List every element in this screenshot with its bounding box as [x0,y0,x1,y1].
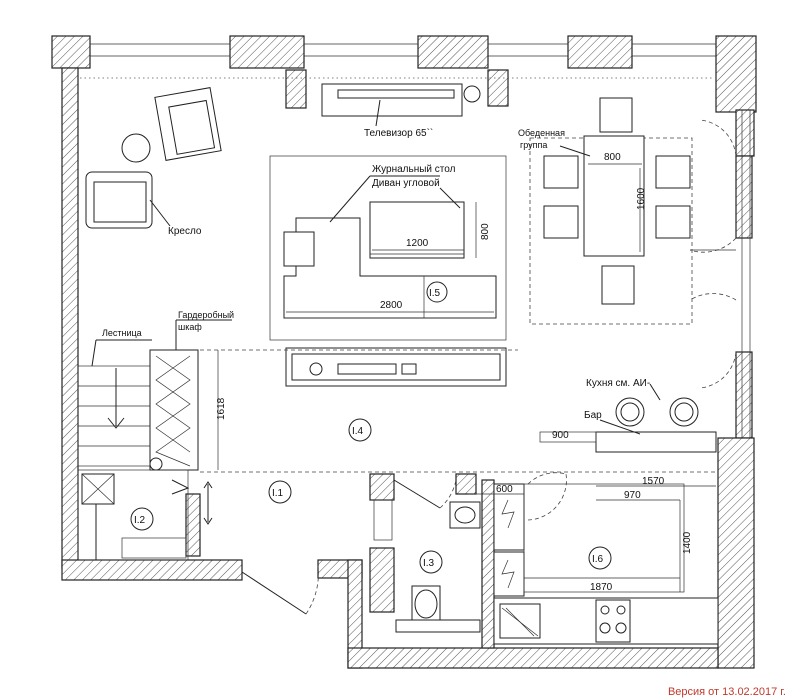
room-marker-12 [130,507,154,531]
room-marker-16 [588,546,612,570]
dining-group [529,97,693,325]
room-label-12: I.2 [134,515,146,526]
table-width-dim: 1200 [406,238,429,249]
room-label-11: I.1 [272,488,284,499]
kitchen-1570-dim: 1570 [642,476,665,487]
kitchen-1400-dim: 1400 [682,531,693,554]
bar-length-dim: 900 [552,430,569,441]
wardrobe [149,319,232,471]
room-marker-15 [426,281,448,303]
stairs [77,339,155,467]
room-marker-11 [268,480,292,504]
dining-width-dim: 800 [604,152,621,163]
bar-label: Бар [584,410,602,421]
media-unit [285,347,507,387]
kitchen-label: Кухня см. АИ- [586,378,650,389]
sofa-width-dim: 2800 [380,300,403,311]
room-label-13: I.3 [423,558,435,569]
room-label-14: I.4 [352,426,364,437]
version-footer: Версия от 13.02.2017 г. [667,686,786,698]
kitchen-970-dim: 970 [624,490,641,501]
storage-room [77,469,189,561]
bathroom [373,479,481,633]
room-label-16: I.6 [592,554,604,565]
windows [80,43,751,438]
room-marker-14 [348,418,372,442]
wardrobe-label-1: Гардеробный [178,310,234,320]
dining-label-1: Обеденная [518,128,565,138]
wardrobe-label-2: шкаф [178,322,202,332]
right-doors [689,119,737,389]
armchairs [85,87,222,229]
room-marker-13 [419,550,443,574]
dining-label-2: группа [520,140,547,150]
dining-length-dim: 1600 [636,187,647,210]
kitchen-1870-dim: 1870 [590,582,613,593]
table-depth-dim: 800 [480,223,491,240]
wardrobe-length-dim: 1618 [216,397,227,420]
coffee-table-label: Журнальный стол [372,164,456,175]
tv-label: Телевизор 65`` [364,127,433,139]
hall [171,479,319,615]
armchair-label: Кресло [168,226,202,237]
walls [51,35,757,669]
kitchen [468,383,719,645]
stairs-label: Лестница [102,328,142,338]
room-label-15: I.5 [429,288,441,299]
kitchen-600-dim: 600 [496,484,513,495]
tv-unit [321,83,481,127]
corner-sofa-label: Диван угловой [372,178,440,189]
